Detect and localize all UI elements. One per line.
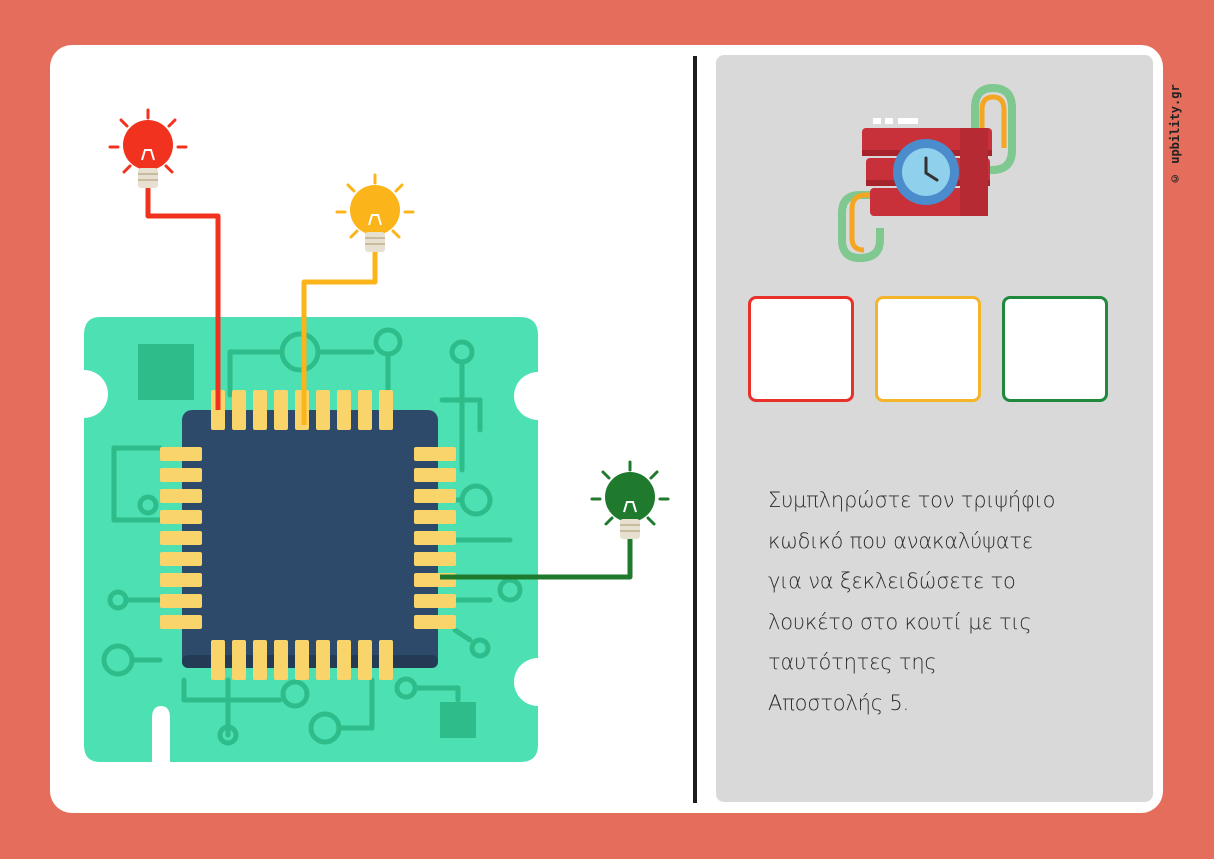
code-box-yellow[interactable] (875, 296, 981, 402)
red-wire (145, 185, 221, 410)
instructions-text: Συμπληρώστε τον τριψήφιο κωδικό που ανακ… (768, 488, 1056, 715)
yellow-wire (301, 250, 378, 425)
divider-line (693, 56, 697, 803)
yellow-lightbulb-icon (335, 173, 415, 252)
dynamite-bomb-icon (838, 83, 1016, 263)
code-box-red[interactable] (748, 296, 854, 402)
code-box-green[interactable] (1002, 296, 1108, 402)
circuit-board-illustration (84, 317, 538, 762)
green-wire (440, 535, 633, 580)
red-lightbulb-icon (108, 108, 188, 188)
green-lightbulb-icon (590, 460, 670, 539)
copyright-label: © upbility.gr (1168, 84, 1182, 185)
